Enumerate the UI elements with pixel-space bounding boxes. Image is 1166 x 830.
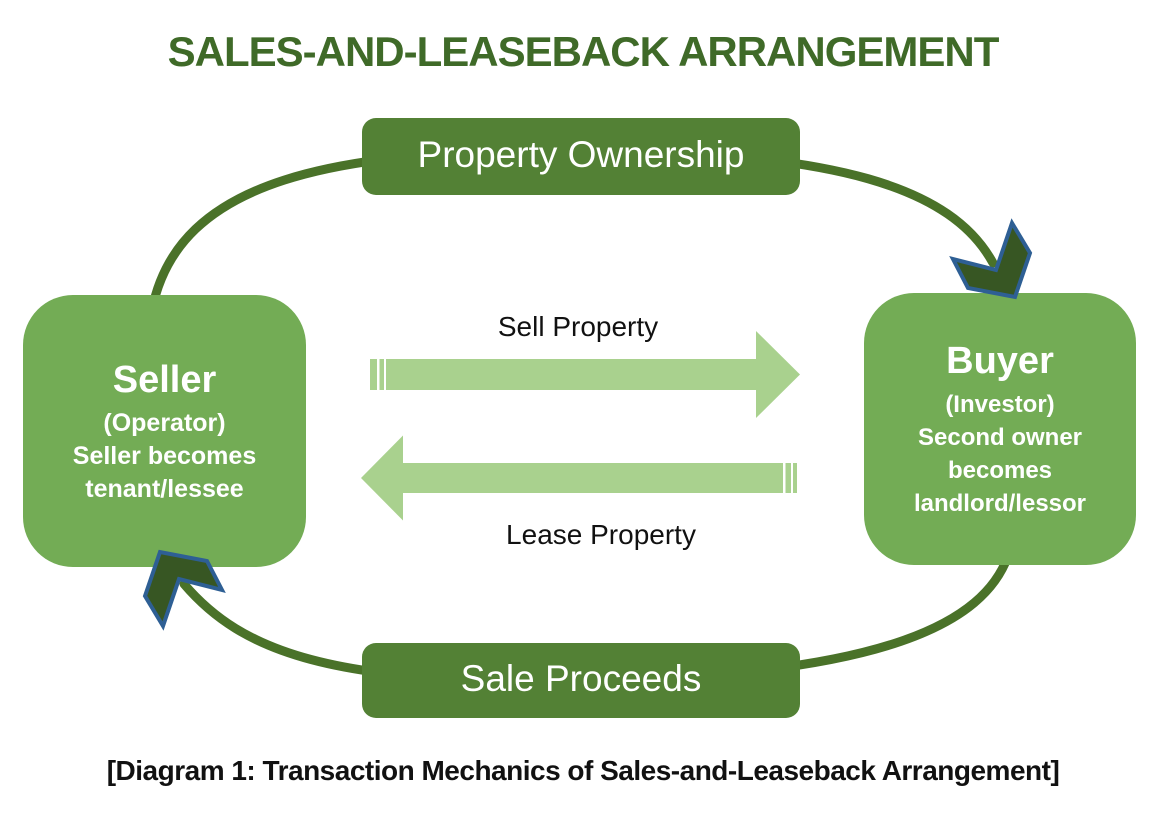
buyer-name: Buyer — [946, 340, 1054, 382]
seller-name: Seller — [112, 358, 217, 401]
seller-description-line: tenant/lessee — [85, 474, 244, 503]
seller-box: Seller (Operator) Seller becomes tenant/… — [23, 295, 306, 567]
buyer-description-line: landlord/lessor — [913, 490, 1087, 517]
sale-proceeds-box: Sale Proceeds — [362, 643, 800, 718]
diagram-caption: [Diagram 1: Transaction Mechanics of Sal… — [106, 755, 1060, 786]
arrow-shaft — [403, 463, 783, 493]
arrow-tail-stripe — [379, 359, 384, 390]
sale-proceeds-label: Sale Proceeds — [460, 658, 702, 699]
sell-property-arrow — [370, 331, 800, 418]
arrow-tail-stripe — [785, 463, 791, 493]
lease-property-label: Lease Property — [506, 519, 696, 550]
property-ownership-box: Property Ownership — [362, 118, 800, 195]
seller-description-line: Seller becomes — [72, 441, 257, 470]
buyer-description-line: becomes — [947, 457, 1053, 484]
property-ownership-label: Property Ownership — [417, 134, 745, 175]
diagram-title: SALES-AND-LEASEBACK ARRANGEMENT — [167, 28, 1000, 75]
arrow-tail-stripe — [370, 359, 377, 390]
arrow-shaft — [386, 359, 756, 390]
sell-property-label: Sell Property — [497, 311, 659, 342]
arrow-tail-stripe — [793, 463, 797, 493]
buyer-box: Buyer (Investor) Second owner becomes la… — [864, 293, 1136, 565]
lease-property-arrow — [361, 435, 797, 521]
seller-role: (Operator) — [103, 408, 226, 437]
arrow-head-left — [361, 435, 403, 521]
arrow-head-right — [756, 331, 800, 418]
buyer-role: (Investor) — [945, 391, 1055, 418]
buyer-description-line: Second owner — [917, 424, 1083, 451]
cycle-arrowhead-icon — [949, 218, 1033, 300]
